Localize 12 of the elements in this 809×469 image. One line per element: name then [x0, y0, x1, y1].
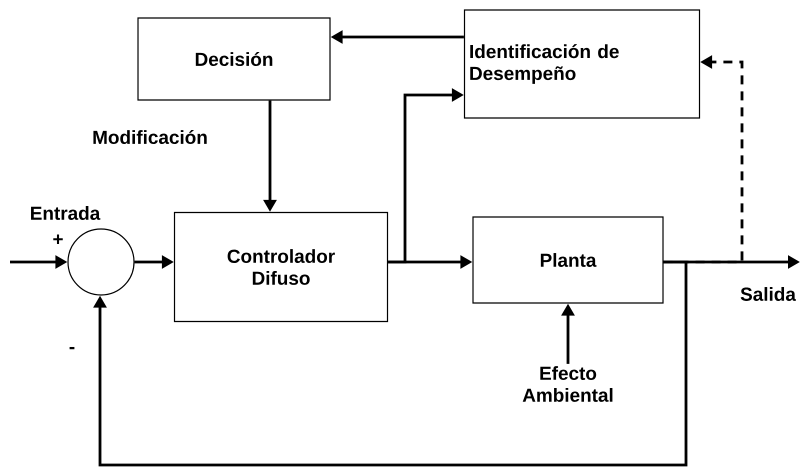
signal-label: Entrada [31, 206, 100, 220]
block-box: Identificación de Desempeño [464, 9, 700, 119]
block-box: Controlador Difuso [174, 212, 388, 322]
block-box: Decisión [137, 17, 331, 101]
edge-label: Modificación [91, 128, 209, 146]
signal-label: Salida [740, 287, 796, 301]
input-label: Efecto Ambiental [522, 366, 612, 402]
signal-label: - [70, 346, 74, 350]
block-box: Planta [472, 216, 664, 304]
signal-label: + [53, 234, 63, 244]
arrow [93, 260, 688, 466]
summing-junction [67, 228, 135, 296]
